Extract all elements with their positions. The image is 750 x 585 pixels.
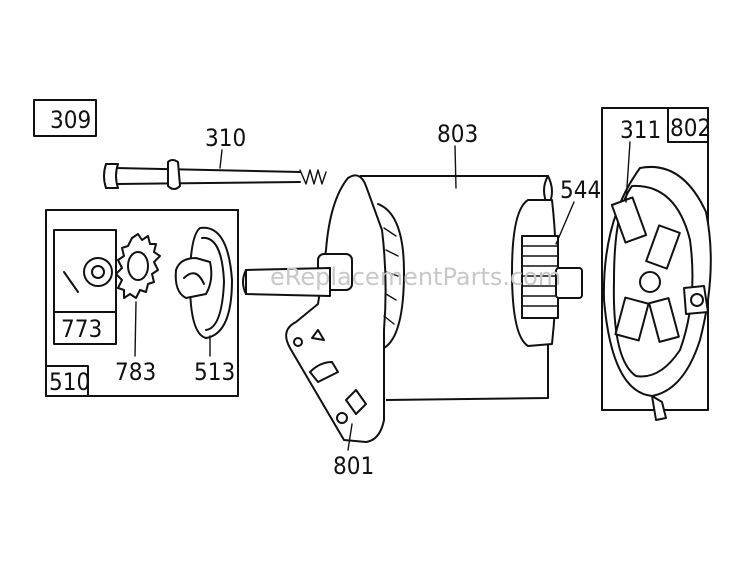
bolt-thread: [299, 169, 327, 185]
brush-2: [645, 224, 681, 270]
part-773-label-box: [53, 311, 117, 345]
part-803-motor-housing[interactable]: 803 544: [360, 120, 601, 401]
part-309[interactable]: 309: [33, 99, 97, 137]
part-310-through-bolt[interactable]: 310: [103, 124, 327, 190]
part-309-box: [33, 99, 97, 137]
end-cap-field-ring: [377, 203, 405, 349]
end-cap-inner-rim: [612, 184, 694, 378]
bolt-head: [103, 163, 119, 189]
part-513-label: 513: [194, 358, 235, 386]
mount-slot-3: [345, 389, 367, 415]
part-803-label: 803: [437, 120, 478, 148]
part-773-kit[interactable]: 773: [53, 229, 117, 345]
part-802-brush-end-cap[interactable]: 802 311: [601, 107, 712, 421]
part-783-label: 783: [115, 358, 156, 386]
part-510-box: [45, 209, 239, 397]
helix-thread: [183, 272, 205, 285]
cup-inner-rim: [201, 236, 225, 331]
mount-hole-2: [336, 412, 348, 424]
armature-shaft-end: [555, 267, 583, 299]
brush-1: [610, 196, 648, 244]
part-310-label: 310: [205, 124, 246, 152]
part-510-label-box: [45, 365, 89, 397]
part-513-drive-cup[interactable]: 513: [174, 226, 235, 386]
part-310-leader: [219, 149, 223, 169]
part-803-leader: [454, 145, 457, 189]
mount-hole-1: [293, 337, 303, 347]
brush-4: [648, 297, 680, 343]
end-cap-foot: [651, 395, 667, 421]
brush-holder-center: [639, 271, 661, 293]
part-510-drive-assembly[interactable]: 510 773 783 513: [45, 209, 239, 397]
watermark-text: eReplacementParts.com: [270, 263, 561, 291]
drive-shaft: [245, 267, 331, 297]
gear-body: [115, 233, 161, 299]
part-510-label: 510: [49, 368, 90, 396]
part-544-label: 544: [560, 176, 601, 204]
part-311-brush-holder[interactable]: 311: [610, 116, 681, 343]
end-cap-plate: [285, 174, 387, 443]
drive-shaft-tip: [242, 269, 247, 295]
part-783-leader: [134, 301, 137, 357]
mount-slot-2: [309, 361, 339, 383]
commutator: [521, 235, 583, 319]
part-783-pinion-gear[interactable]: 783: [115, 233, 161, 386]
part-801-leader: [347, 423, 353, 451]
part-309-label: 309: [50, 106, 91, 134]
terminal-stud: [683, 285, 709, 315]
helix-sleeve: [174, 257, 213, 299]
roll-pin-icon: [63, 271, 79, 293]
brush-3: [614, 296, 650, 342]
part-544-leader: [555, 201, 575, 245]
field-windings: [383, 227, 399, 325]
mount-slot-1: [311, 329, 325, 341]
spring-retainer-icon: [83, 257, 113, 287]
gear-hub: [127, 251, 149, 281]
part-802-label-box: [667, 107, 709, 143]
spring-retainer-hole: [91, 265, 105, 279]
bolt-shaft: [114, 167, 301, 185]
part-802-label: 802: [670, 114, 711, 142]
bolt-washer: [167, 159, 181, 190]
part-311-leader: [625, 141, 631, 203]
part-801-drive-end-cap[interactable]: 801: [242, 174, 405, 480]
part-773-label: 773: [61, 315, 102, 343]
terminal-nut: [690, 293, 704, 307]
commutator-bars: [521, 245, 559, 307]
part-311-label: 311: [620, 116, 661, 144]
part-801-label: 801: [333, 452, 374, 480]
